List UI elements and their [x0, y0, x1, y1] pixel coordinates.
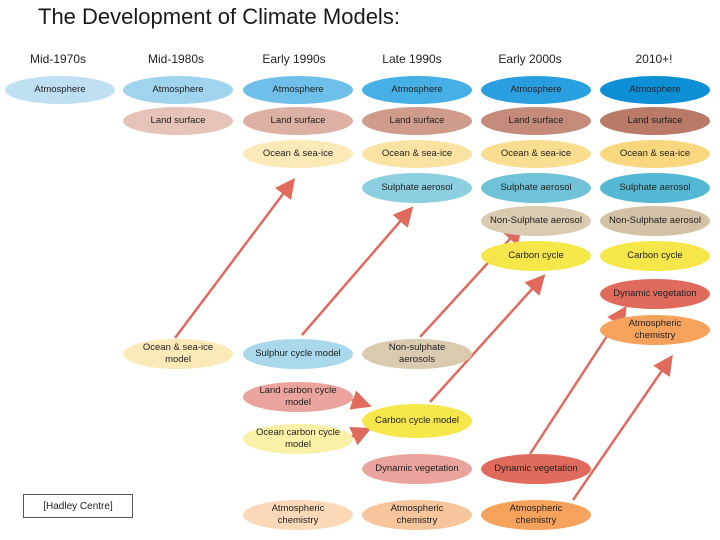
node-land-surface-late-1990s: Land surface [362, 107, 472, 135]
page-title: The Development of Climate Models: [38, 4, 400, 29]
node-land-carbon-cycle-model: Land carbon cycle model [243, 382, 353, 412]
node-ocean-sea-ice-early-2000s: Ocean & sea-ice [481, 140, 591, 168]
column-header-2010: 2010+! [635, 52, 673, 66]
node-sulphate-aerosol-early-2000s: Sulphate aerosol [481, 173, 591, 203]
node-atmosphere-late-1990s: Atmosphere [362, 76, 472, 104]
column-header-mid-1970s: Mid-1970s [29, 52, 87, 66]
node-atmosphere-mid-1970s: Atmosphere [5, 76, 115, 104]
source-credit: [Hadley Centre] [23, 494, 133, 518]
node-ocean-sea-ice-2010: Ocean & sea-ice [600, 140, 710, 168]
node-carbon-cycle-model: Carbon cycle model [362, 404, 472, 438]
node-land-surface-2010: Land surface [600, 107, 710, 135]
node-atmosphere-early-2000s: Atmosphere [481, 76, 591, 104]
node-ocean-carbon-cycle-model: Ocean carbon cycle model [243, 424, 353, 454]
column-header-late-1990s: Late 1990s [382, 52, 442, 66]
node-dynamic-vegetation-late-1990s: Dynamic vegetation [362, 454, 472, 484]
column-header-early-2000s: Early 2000s [498, 52, 562, 66]
arrow-sulphur-cycle [301, 206, 414, 336]
node-sulphur-cycle-model: Sulphur cycle model [243, 339, 353, 369]
node-atmospheric-chemistry-early-2000s: Atmospheric chemistry [481, 500, 591, 530]
node-land-surface-early-2000s: Land surface [481, 107, 591, 135]
node-ocean-sea-ice-model: Ocean & sea-ice model [123, 339, 233, 369]
node-non-sulphate-aerosol-early-2000s: Non-Sulphate aerosol [481, 206, 591, 236]
node-carbon-cycle-early-2000s: Carbon cycle [481, 241, 591, 271]
node-atmosphere-mid-1980s: Atmosphere [123, 76, 233, 104]
node-atmospheric-chemistry-late-1990s: Atmospheric chemistry [362, 500, 472, 530]
node-ocean-sea-ice-late-1990s: Ocean & sea-ice [362, 140, 472, 168]
node-ocean-sea-ice-early-1990s: Ocean & sea-ice [243, 140, 353, 168]
arrow-atm-chem [571, 354, 673, 501]
node-carbon-cycle-2010: Carbon cycle [600, 241, 710, 271]
arrow-ocean-model [174, 178, 295, 339]
node-dynamic-vegetation-2010: Dynamic vegetation [600, 279, 710, 309]
node-non-sulphate-aerosol-2010: Non-Sulphate aerosol [600, 206, 710, 236]
node-sulphate-aerosol-late-1990s: Sulphate aerosol [362, 173, 472, 203]
node-land-surface-early-1990s: Land surface [243, 107, 353, 135]
column-header-mid-1980s: Mid-1980s [147, 52, 205, 66]
node-atmospheric-chemistry-early-1990s: Atmospheric chemistry [243, 500, 353, 530]
node-atmosphere-early-1990s: Atmosphere [243, 76, 353, 104]
node-non-sulphate-aerosols: Non-sulphate aerosols [362, 339, 472, 369]
node-dynamic-vegetation-early-2000s: Dynamic vegetation [481, 454, 591, 484]
node-sulphate-aerosol-2010: Sulphate aerosol [600, 173, 710, 203]
node-atmospheric-chemistry-2010: Atmospheric chemistry [600, 315, 710, 345]
arrow-carbon-cycle [429, 274, 546, 403]
node-land-surface-mid-1980s: Land surface [123, 107, 233, 135]
column-header-early-1990s: Early 1990s [262, 52, 326, 66]
node-atmosphere-2010: Atmosphere [600, 76, 710, 104]
